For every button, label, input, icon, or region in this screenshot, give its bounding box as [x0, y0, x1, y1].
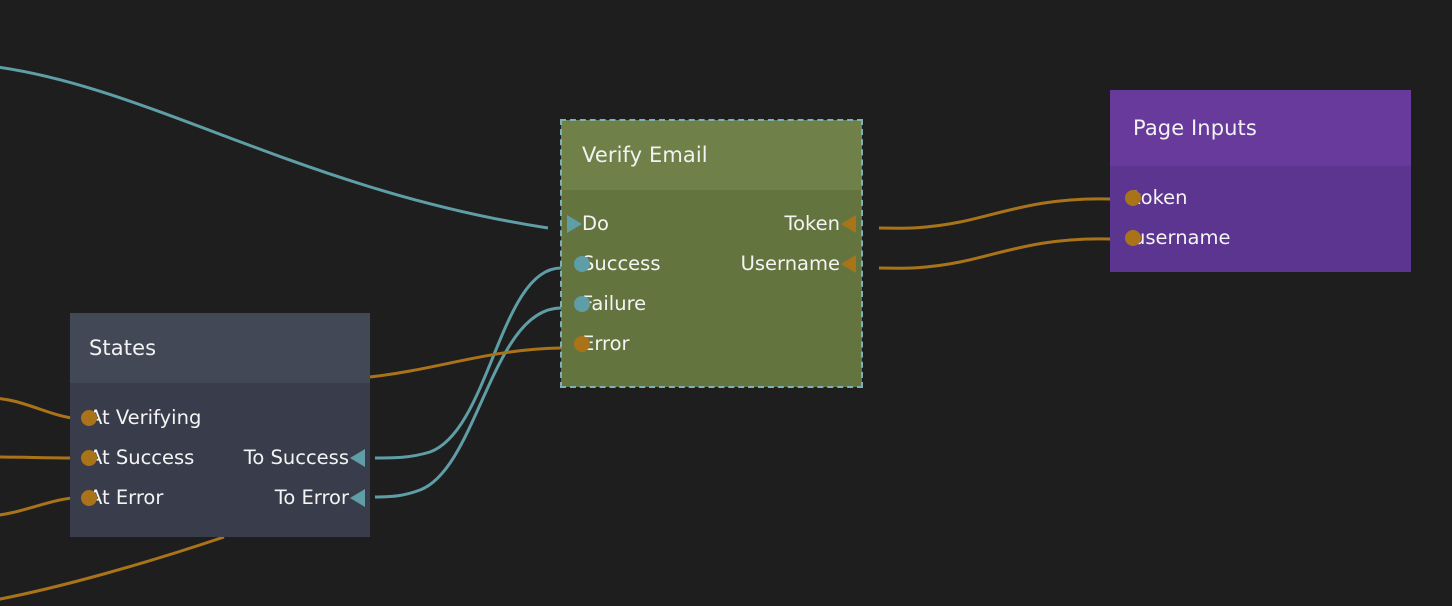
node-states-body: At Verifying At Success To Success At Er…: [70, 383, 370, 518]
port-do-arrow-icon[interactable]: [567, 215, 582, 233]
port-label-error: Error: [582, 332, 630, 356]
wire-token-to-token: [878, 197, 1111, 230]
wire-incoming-exec-to-do: [0, 65, 549, 230]
port-row-at-success-to-success: At Success To Success: [81, 438, 365, 478]
wire-offscreen-to-at-error: [0, 496, 73, 517]
node-states-header[interactable]: States: [70, 313, 370, 383]
port-label-username-input: username: [1133, 226, 1231, 250]
port-label-to-success: To Success: [243, 446, 349, 470]
wire-states-bottom-outgoing: [0, 535, 225, 601]
node-page-inputs-header[interactable]: Page Inputs: [1110, 90, 1411, 166]
port-label-do: Do: [582, 212, 609, 236]
port-to-success-arrow-icon[interactable]: [350, 449, 365, 467]
port-to-error-arrow-icon[interactable]: [350, 489, 365, 507]
node-verify-email[interactable]: Verify Email Do Token Success Username F…: [560, 119, 863, 388]
port-row-at-verifying: At Verifying: [81, 398, 349, 438]
node-verify-email-title: Verify Email: [582, 143, 708, 167]
port-username-arrow-icon[interactable]: [841, 255, 856, 273]
port-label-token-input: token: [1133, 186, 1188, 210]
port-at-error-dot-icon[interactable]: [81, 490, 97, 506]
wire-username-to-username: [878, 237, 1111, 270]
node-states-title: States: [89, 336, 157, 360]
port-row-at-error-to-error: At Error To Error: [81, 478, 365, 518]
node-page-inputs[interactable]: Page Inputs token username: [1110, 90, 1411, 272]
node-verify-email-header[interactable]: Verify Email: [561, 120, 862, 190]
port-username-dot-icon[interactable]: [1125, 230, 1141, 246]
node-page-inputs-title: Page Inputs: [1133, 116, 1257, 140]
node-page-inputs-body: token username: [1110, 166, 1411, 258]
port-row-success-username: Success Username: [574, 244, 856, 284]
node-states[interactable]: States At Verifying At Success To Succes…: [70, 313, 370, 537]
node-verify-email-body: Do Token Success Username Failure Error: [561, 190, 862, 364]
port-label-at-verifying: At Verifying: [89, 406, 202, 430]
port-row-error: Error: [574, 324, 840, 364]
port-row-username: username: [1125, 218, 1389, 258]
port-error-dot-icon[interactable]: [574, 336, 590, 352]
port-label-failure: Failure: [582, 292, 647, 316]
port-label-username: Username: [740, 252, 840, 276]
port-success-dot-icon[interactable]: [574, 256, 590, 272]
port-at-success-dot-icon[interactable]: [81, 450, 97, 466]
port-label-token: Token: [784, 212, 840, 236]
port-label-to-error: To Error: [274, 486, 349, 510]
port-row-token: token: [1125, 178, 1389, 218]
port-label-success: Success: [582, 252, 661, 276]
wire-failure-to-to-error: [374, 306, 562, 499]
wire-success-to-to-success: [374, 266, 562, 460]
wire-states-to-error-input: [369, 346, 562, 379]
port-label-at-success: At Success: [89, 446, 195, 470]
port-row-failure: Failure: [574, 284, 840, 324]
wire-offscreen-to-at-verifying: [0, 397, 73, 420]
port-at-verifying-dot-icon[interactable]: [81, 410, 97, 426]
port-token-arrow-icon[interactable]: [841, 215, 856, 233]
port-label-at-error: At Error: [89, 486, 164, 510]
port-failure-dot-icon[interactable]: [574, 296, 590, 312]
port-row-do-token: Do Token: [567, 204, 856, 244]
wire-offscreen-to-at-success: [0, 455, 73, 460]
port-token-dot-icon[interactable]: [1125, 190, 1141, 206]
